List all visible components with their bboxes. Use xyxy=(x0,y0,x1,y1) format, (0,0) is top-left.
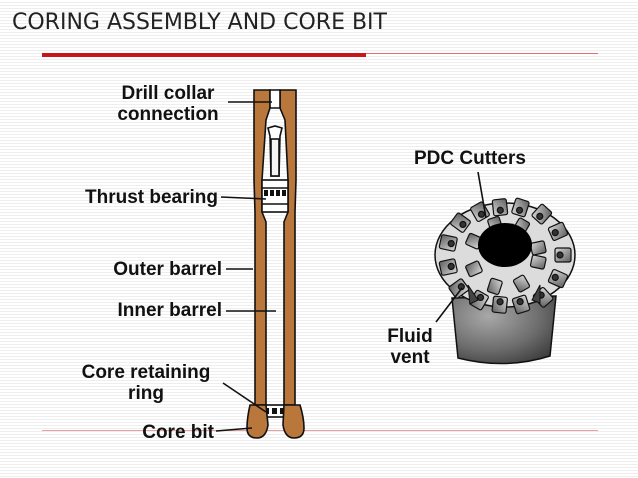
label-core-bit: Core bit xyxy=(142,422,214,443)
label-outer-barrel: Outer barrel xyxy=(113,259,222,280)
label-fluid-vent-line1: Fluid xyxy=(387,326,433,347)
leader-pdc-cutters xyxy=(477,171,487,219)
label-thrust-bearing: Thrust bearing xyxy=(84,187,218,208)
core-bit-right-foot xyxy=(282,404,305,439)
pdc-core-bit-illustration xyxy=(434,197,576,365)
label-drill-collar-line2: connection xyxy=(117,104,219,125)
outer-barrel-left-wall xyxy=(253,89,271,406)
title-underline xyxy=(42,53,366,57)
label-core-retaining-line1: Core retaining xyxy=(81,362,211,383)
title-rule-extension xyxy=(366,53,598,54)
label-drill-collar-connection: Drill collar connection xyxy=(108,83,228,125)
label-core-retaining-ring: Core retaining ring xyxy=(70,362,222,404)
label-drill-collar-line1: Drill collar xyxy=(121,83,215,104)
label-core-retaining-line2: ring xyxy=(128,383,164,404)
leader-lines xyxy=(215,101,276,432)
leader-thrust-bearing xyxy=(220,196,267,200)
slide-title: CORING ASSEMBLY AND CORE BIT xyxy=(12,10,387,35)
core-barrel xyxy=(246,89,305,439)
outer-barrel-right-wall xyxy=(279,89,297,406)
leader-core-bit xyxy=(215,427,253,432)
leader-core-retaining xyxy=(222,382,267,413)
bit-body xyxy=(451,295,557,365)
label-pdc-cutters: PDC Cutters xyxy=(414,148,526,169)
label-inner-barrel: Inner barrel xyxy=(117,300,222,321)
leader-fluid-vent xyxy=(435,287,463,323)
label-fluid-vent: Fluid vent xyxy=(380,326,440,368)
core-bit-left-foot xyxy=(246,404,269,439)
drill-collar-connection xyxy=(269,89,281,109)
footer-rule xyxy=(42,430,598,431)
label-fluid-vent-line2: vent xyxy=(390,347,430,368)
fluid-vent-bore xyxy=(478,223,532,267)
